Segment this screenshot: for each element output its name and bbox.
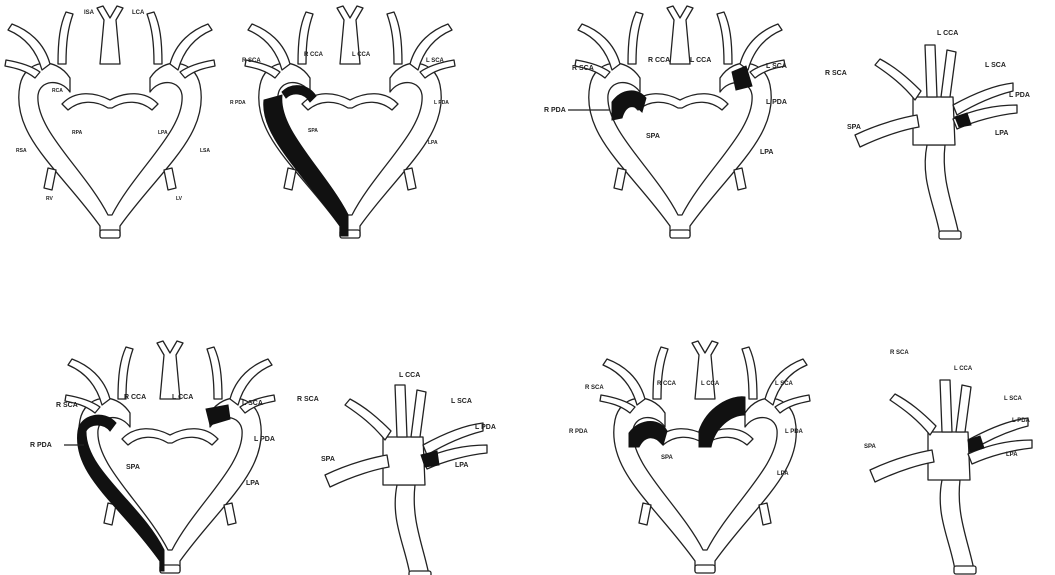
p7-label-lpa: LPA [777, 471, 789, 477]
p7-label-rsca: R SCA [585, 385, 604, 391]
panel-5-double-arch-long-occlusion: R SCA R CCA L CCA L SCA R PDA L PDA SPA … [30, 341, 275, 573]
p5-label-lpda: L PDA [254, 436, 275, 443]
p5-label-lsca: L SCA [242, 400, 263, 407]
p7-label-lsca: L SCA [775, 381, 794, 387]
p8-label-lsca: L SCA [1004, 396, 1023, 402]
p1-label-rpa: RPA [72, 130, 83, 136]
panel-4-lateral-view: R SCA L CCA L SCA L PDA SPA LPA [825, 30, 1030, 239]
p1-label-lca: LCA [132, 10, 145, 16]
p1-label-lsa: LSA [200, 148, 210, 154]
p5-occluded-left-sca [206, 405, 230, 425]
p1-label-isa: ISA [84, 10, 95, 16]
p2-label-lpa: LPA [428, 140, 438, 146]
panel-1-double-arch-schematic: ISA LCA RCA RPA LPA RSA LSA RV LV [5, 6, 215, 238]
p8-label-lcca: L CCA [954, 366, 973, 372]
p2-label-lsca: L SCA [426, 58, 445, 64]
p4-label-rsca: R SCA [825, 70, 847, 77]
panel-7-double-arch-bilateral-occlusion: R SCA R CCA L CCA L SCA R PDA L PDA SPA … [569, 341, 810, 573]
p6-label-lpa: LPA [455, 462, 468, 469]
p7-label-lpda: L PDA [785, 429, 804, 435]
p3-occluded-right-pda [612, 91, 646, 120]
p3-label-lpda: L PDA [766, 99, 787, 106]
p6-label-lpda: L PDA [475, 424, 496, 431]
p7-label-rpda: R PDA [569, 429, 588, 435]
p2-occluded-segment [264, 95, 348, 236]
p3-label-spa: SPA [646, 133, 660, 140]
p1-label-rca: RCA [52, 88, 63, 94]
p5-label-rpda: R PDA [30, 442, 52, 449]
p1-label-lv: LV [176, 196, 183, 202]
p3-label-rsca: R SCA [572, 65, 594, 72]
p5-label-rcca: R CCA [124, 394, 146, 401]
panel-3-double-arch-small-occlusions: R SCA R CCA L CCA L SCA R PDA L PDA SPA … [544, 6, 787, 238]
p2-label-rpda: R PDA [230, 100, 246, 106]
p7-label-spa: SPA [661, 455, 674, 461]
p8-label-spa: SPA [864, 444, 877, 450]
p8-label-lpda: L PDA [1012, 418, 1031, 424]
p5-label-lcca: L CCA [172, 394, 193, 401]
p4-label-lsca: L SCA [985, 62, 1006, 69]
p1-label-rv: RV [46, 196, 54, 202]
p3-label-lsca: L SCA [766, 63, 787, 70]
panel-2-right-arch-interruption: R SCA R CCA L CCA L SCA R PDA L PDA SPA … [230, 6, 455, 238]
p3-label-lpa: LPA [760, 149, 773, 156]
panel-8-lateral-view: R SCA L CCA L SCA L PDA SPA LPA [864, 350, 1032, 574]
p4-label-lcca: L CCA [937, 30, 958, 37]
p6-label-lsca: L SCA [451, 398, 472, 405]
p2-label-lcca: L CCA [352, 52, 371, 58]
p3-label-rcca: R CCA [648, 57, 670, 64]
panel-6-lateral-view: R SCA L CCA L SCA L PDA SPA LPA [297, 372, 496, 575]
p8-label-lpa: LPA [1006, 452, 1018, 458]
p1-label-rsa: RSA [16, 148, 27, 154]
p1-label-lpa: LPA [158, 130, 168, 136]
p2-label-rsca: R SCA [242, 58, 261, 64]
p3-label-lcca: L CCA [690, 57, 711, 64]
p5-label-spa: SPA [126, 464, 140, 471]
p7-label-rcca: R CCA [657, 381, 677, 387]
p3-label-rpda: R PDA [544, 107, 566, 114]
p6-label-lcca: L CCA [399, 372, 420, 379]
p2-label-lpda: L PDA [434, 100, 449, 106]
p6-label-spa: SPA [321, 456, 335, 463]
p5-label-rsca: R SCA [56, 402, 78, 409]
p6-label-rsca: R SCA [297, 396, 319, 403]
p8-label-rsca: R SCA [890, 350, 909, 356]
p2-occluded-arch [282, 86, 316, 102]
p2-label-rcca: R CCA [304, 52, 324, 58]
p4-label-lpda: L PDA [1009, 92, 1030, 99]
p5-label-lpa: LPA [246, 480, 259, 487]
p2-label-spa: SPA [308, 128, 318, 134]
p7-label-lcca: L CCA [701, 381, 720, 387]
p4-label-lpa: LPA [995, 130, 1008, 137]
p4-label-spa: SPA [847, 124, 861, 131]
